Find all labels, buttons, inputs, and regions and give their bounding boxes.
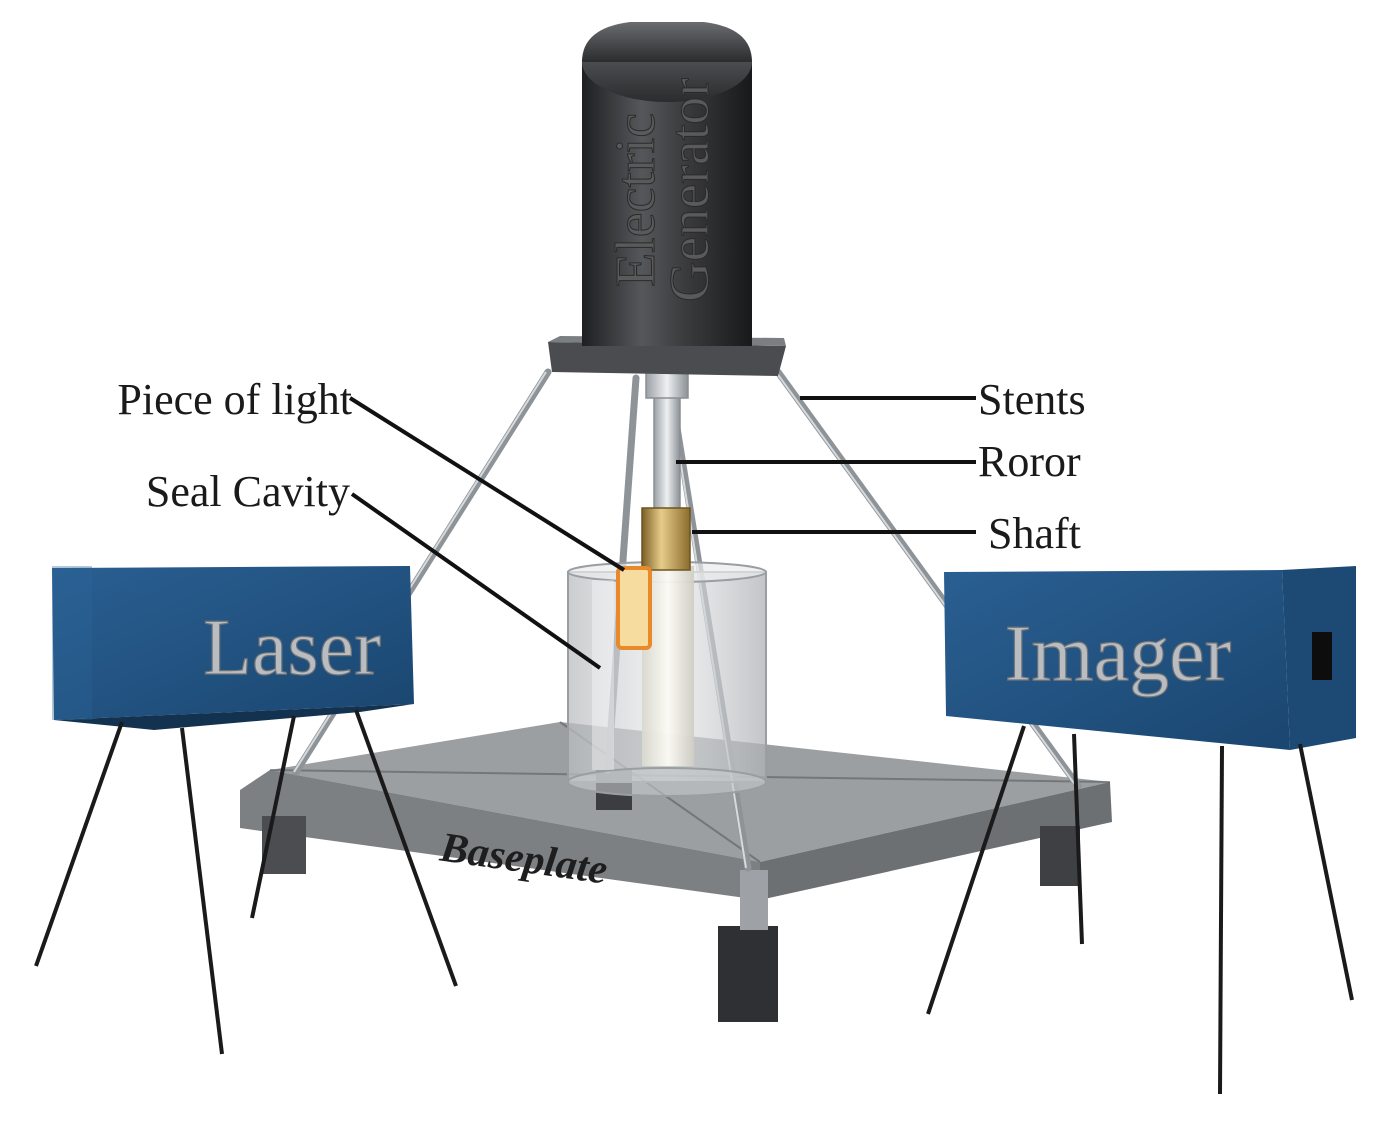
seal-cavity-label: Seal Cavity	[146, 467, 350, 516]
imager-box	[944, 566, 1356, 750]
baseplate-foot	[1040, 826, 1080, 886]
callout-leaders	[348, 396, 976, 670]
roror	[653, 393, 681, 513]
stents-label: Stents	[978, 375, 1086, 424]
generator-label-line2: Generator	[659, 78, 721, 302]
imager-label: Imager	[1005, 610, 1232, 698]
electric-generator	[548, 22, 786, 376]
laser-label: Laser	[203, 604, 381, 692]
piece-of-light-label: Piece of light	[117, 375, 352, 424]
baseplate-foot	[718, 926, 778, 1022]
laser-tripod	[34, 709, 458, 1055]
generator-label-line1: Electric	[605, 113, 667, 287]
imager-lens	[1312, 632, 1332, 680]
laser-box	[52, 566, 414, 730]
imager-tripod	[926, 725, 1354, 1095]
piece-of-light	[616, 566, 652, 650]
shaft	[641, 507, 691, 571]
roror-label: Roror	[978, 437, 1081, 486]
shaft-label: Shaft	[988, 509, 1081, 558]
seal-cavity	[567, 561, 767, 797]
